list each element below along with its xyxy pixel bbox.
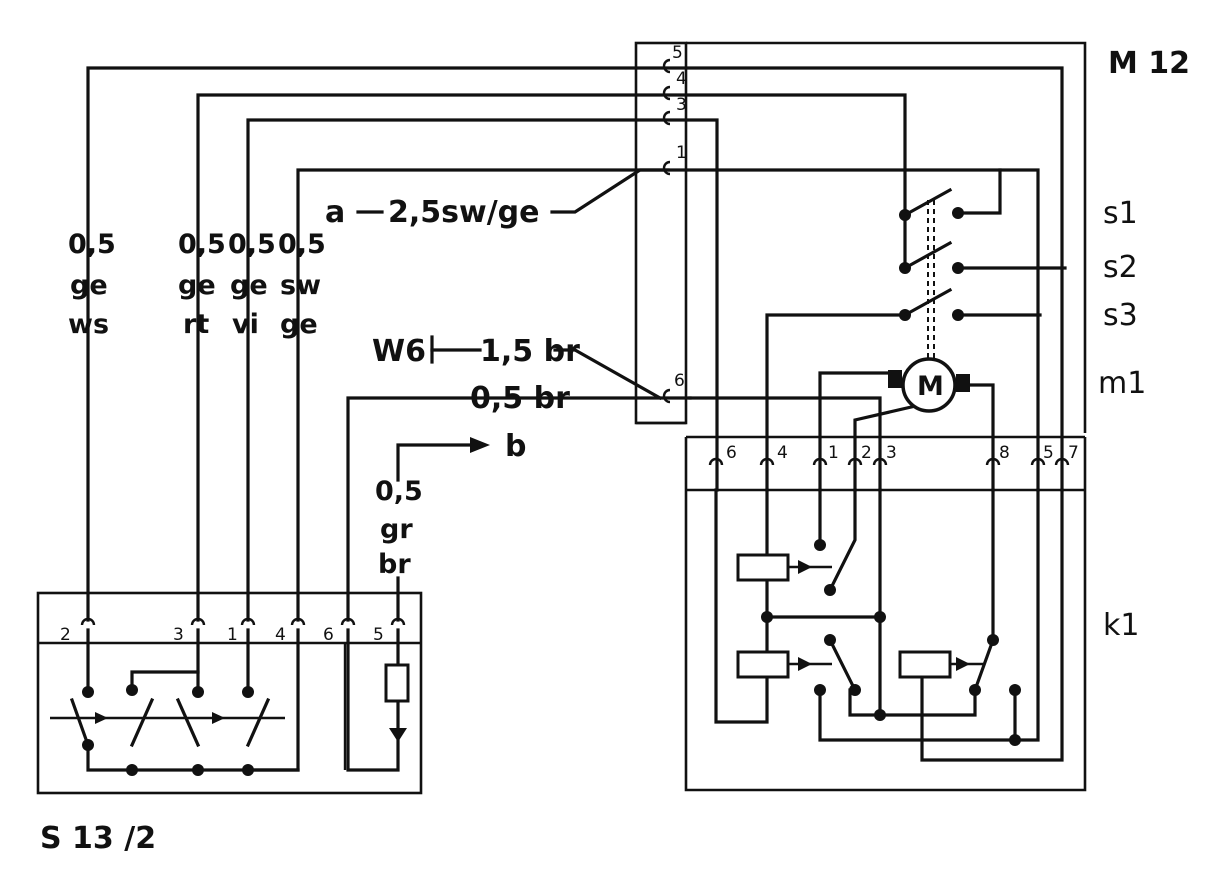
m12-pin-6: 6 (674, 371, 685, 391)
k1-pin-5: 5 (1043, 443, 1054, 463)
w3-size: 0,5 (228, 229, 276, 260)
wire-pin4 (196, 93, 907, 622)
w5-size: 0,5 (375, 476, 423, 507)
m12-pin-markers (662, 58, 671, 404)
wire-s1 (956, 168, 1002, 215)
s13-pin-6: 6 (323, 625, 334, 645)
wire-motor-bottom (853, 403, 922, 492)
m12-pin-3: 3 (676, 95, 687, 115)
k1-relay-internals (714, 488, 1064, 762)
wire-b (396, 443, 472, 482)
label-s13-2: S 13 /2 (40, 821, 156, 856)
m12-pin-1: 1 (676, 143, 687, 163)
w1-c1: ge (70, 270, 108, 301)
w3-c2: vi (232, 309, 259, 340)
k1-pin-1: 1 (828, 443, 839, 463)
motor-m1 (888, 357, 970, 413)
w4-c2: ge (280, 309, 318, 340)
k1-pin-2: 2 (861, 443, 872, 463)
w1-size: 0,5 (68, 229, 116, 260)
label-k1: k1 (1103, 608, 1139, 643)
w2-c2: rt (183, 309, 209, 340)
k1-housing (684, 437, 1087, 792)
m12-housing-top (686, 41, 1087, 433)
arrow-b-head (470, 437, 490, 453)
switch-s1 (899, 187, 964, 221)
w1-c2: ws (68, 309, 109, 340)
w6-spec: 1,5 br (480, 334, 580, 369)
br-spec: 0,5 br (470, 381, 570, 416)
s13-pin-4: 4 (275, 625, 286, 645)
s13-pin-1: 1 (227, 625, 238, 645)
m12-pin-4: 4 (676, 69, 687, 89)
w2-size: 0,5 (178, 229, 226, 260)
m12-pin-5: 5 (672, 43, 683, 63)
k1-pin-8: 8 (999, 443, 1010, 463)
label-m12: M 12 (1108, 46, 1190, 81)
w2-c1: ge (178, 270, 216, 301)
motor-symbol: M (917, 371, 944, 402)
wire-s3-left (765, 313, 907, 492)
label-m1: m1 (1098, 366, 1146, 401)
switch-s2 (899, 240, 964, 274)
wire-w6 (553, 348, 663, 401)
annotation-a-letter: a (325, 195, 345, 230)
k1-pin-7: 7 (1068, 443, 1079, 463)
wire-motor-right (960, 383, 995, 492)
k1-pin-4: 4 (777, 443, 788, 463)
w5-c1: gr (380, 514, 413, 545)
wire-a (550, 168, 670, 214)
s13-housing (36, 591, 423, 795)
k1-pin-6: 6 (726, 443, 737, 463)
s13-internal-wiring (50, 628, 410, 776)
w4-c1: sw (280, 270, 321, 301)
wire-pin3 (246, 118, 719, 622)
w6-label: W6 (372, 334, 426, 369)
w5-c2: br (378, 549, 411, 580)
s13-pin-3: 3 (173, 625, 184, 645)
label-s2: s2 (1103, 250, 1138, 285)
s13-pin-5: 5 (373, 625, 384, 645)
k1-pin-markers (708, 457, 1070, 466)
s13-pin-2: 2 (60, 625, 71, 645)
wire-pin5 (86, 66, 1064, 622)
label-s1: s1 (1103, 196, 1138, 231)
wire-motor-left (818, 371, 902, 492)
wire-pin6 (346, 396, 692, 622)
switch-s3 (899, 287, 964, 321)
s13-pin-markers (80, 617, 406, 626)
annotation-b: b (505, 429, 526, 464)
annotation-a-spec: 2,5sw/ge (388, 195, 540, 230)
label-s3: s3 (1103, 298, 1138, 333)
w3-c1: ge (230, 270, 268, 301)
w4-size: 0,5 (278, 229, 326, 260)
k1-pin-3: 3 (886, 443, 897, 463)
